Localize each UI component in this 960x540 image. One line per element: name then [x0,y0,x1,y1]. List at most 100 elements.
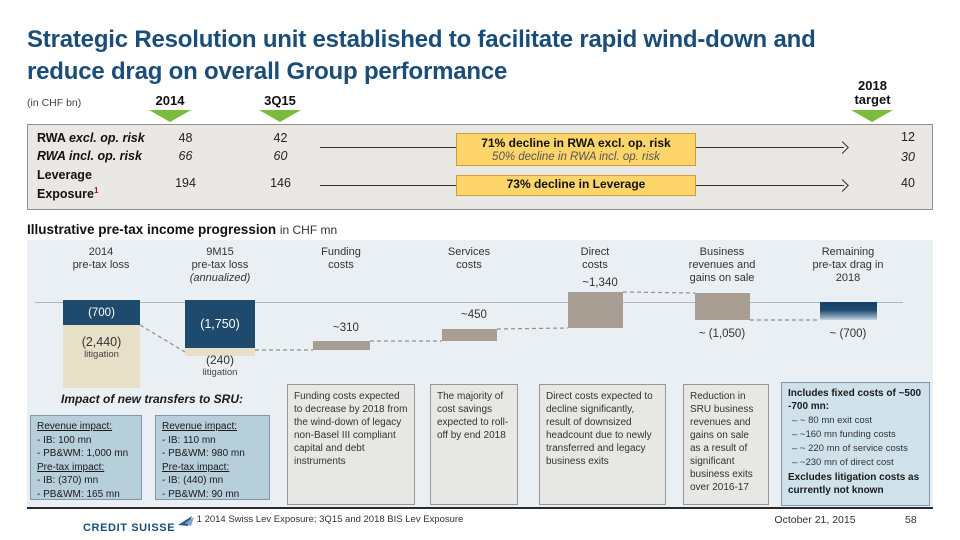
bar-value-direct: ~1,340 [582,277,618,289]
zero-axis-line [35,302,903,303]
litigation-label: litigation [84,349,119,360]
kpi-row-label: RWA excl. op. risk [37,131,145,145]
kpi-value-target: 30 [901,150,915,164]
bar-9m15-litigation [185,348,255,356]
footer-date: October 21, 2015 [774,514,856,526]
revenue-item: - IB: 100 mn [37,434,92,446]
kpi-table: RWA excl. op. risk 48 42 12 RWA incl. op… [27,124,933,210]
arrowhead-icon [836,141,849,154]
waterfall-connectors [139,291,820,353]
kpi-label-line2: Exposure [37,187,94,202]
slide-title-line2: reduce drag on overall Group performance [27,58,508,85]
arrow-line [696,185,844,186]
logo-wordmark: CREDIT SUISSE [83,522,176,534]
unit-note: (in CHF bn) [27,97,82,109]
kpi-row-label: RWA incl. op. risk [37,149,142,163]
footnote-marker: 1 [93,186,99,195]
sru-impact-box-2: Revenue impact: - IB: 110 mn - PB&WM: 98… [155,415,270,500]
pretax-impact-heading: Pre-tax impact: [162,461,230,473]
footnote: 1 2014 Swiss Lev Exposure; 3Q15 and 2018… [196,514,464,525]
callout-text-bold: 73% decline in Leverage [506,177,646,191]
fixed-costs-footer: Excludes litigation costs as currently n… [788,472,920,496]
kpi-value-target: 40 [901,176,915,190]
kpi-value-2014: 48 [178,131,193,145]
litigation-label: litigation [202,367,238,378]
fixed-cost-item: – ~ 220 mn of service costs [792,442,908,454]
logo-swoosh-icon [178,516,195,526]
green-down-arrow-icon [149,110,191,122]
kpi-value-3q15: 60 [273,149,288,163]
pretax-item: - IB: (370) mn [37,475,99,486]
litigation-value: (2,440) [81,335,122,349]
bar-9m15-loss: (1,750) [185,300,255,348]
section-title-bold: Illustrative pre-tax income progression [27,222,277,237]
kpi-label-line1: Leverage [37,168,92,182]
arrow-line [320,147,456,148]
callout-text-italic: 50% decline in RWA incl. op. risk [492,151,660,163]
kpi-value-2014: 66 [178,149,193,163]
bar-value-services: ~450 [461,309,487,321]
bar-services-costs [442,329,497,341]
column-header-2018-target: 2018 target [835,79,910,107]
revenue-impact-heading: Revenue impact: [162,421,238,432]
kpi-label-detail: incl. op. risk [68,149,142,163]
revenue-item: - PB&WM: 980 mn [162,448,245,459]
business-note-box: Reduction in SRU business revenues and g… [683,384,769,505]
direct-note-box: Direct costs expected to decline signifi… [539,384,666,505]
bar-business-revenues [695,293,750,320]
revenue-item: - PB&WM: 1,000 mn [37,448,129,459]
pretax-item: - PB&WM: 165 mn [37,488,120,500]
section-title: Illustrative pre-tax income progression … [27,222,337,237]
target-word: target [854,92,891,107]
kpi-label-main: RWA [37,149,66,163]
fixed-costs-box: Includes fixed costs of ~500 -700 mn: – … [781,382,930,506]
rwa-decline-callout: 71% decline in RWA excl. op. risk 50% de… [456,133,696,166]
kpi-row-label: Leverage Exposure1 [37,167,98,202]
kpi-label-detail: excl. op. risk [68,131,145,145]
bar-value-funding: ~310 [333,322,359,334]
bar-2014-litigation: (2,440) litigation [63,325,140,388]
fixed-cost-item: – ~230 mn of direct cost [792,456,894,468]
bar-direct-costs [568,292,623,328]
fixed-cost-item: – ~160 mn funding costs [792,428,896,440]
kpi-label-main: RWA [37,131,66,145]
arrow-line [696,147,844,148]
credit-suisse-logo: CREDIT SUISSE [83,515,195,534]
fixed-cost-item: – ~ 80 mn exit cost [792,414,872,426]
bar-funding-costs [313,341,370,350]
pretax-item: - IB: (440) mn [162,475,224,486]
arrow-line [320,185,456,186]
impact-title: Impact of new transfers to SRU: [60,392,244,406]
footer-divider [27,507,933,509]
revenue-impact-heading: Revenue impact: [37,421,113,432]
bar-2014-loss: (700) [63,300,140,325]
kpi-value-2014: 194 [175,176,196,190]
column-header-3q15: 3Q15 [264,93,296,108]
revenue-item: - IB: 110 mn [162,434,216,446]
green-down-arrow-icon [851,110,893,122]
target-year: 2018 [858,78,887,93]
bar-value-business: ~ (1,050) [698,328,746,340]
pretax-impact-heading: Pre-tax impact: [37,461,105,473]
kpi-value-3q15: 146 [270,176,291,190]
pretax-item: - PB&WM: 90 mn [162,488,240,500]
kpi-value-target: 12 [901,130,915,144]
bar-remaining-drag [820,302,877,320]
callout-text-bold: 71% decline in RWA excl. op. risk [481,136,671,150]
page-number: 58 [905,514,917,526]
litigation-value: (240) [205,353,234,367]
funding-note-box: Funding costs expected to decrease by 20… [287,384,415,505]
services-note-box: The majority of cost savings expected to… [430,384,518,505]
slide-title-line1: Strategic Resolution unit established to… [27,26,816,53]
leverage-decline-callout: 73% decline in Leverage [456,175,696,196]
fixed-costs-heading: Includes fixed costs of ~500 -700 mn: [788,388,922,412]
